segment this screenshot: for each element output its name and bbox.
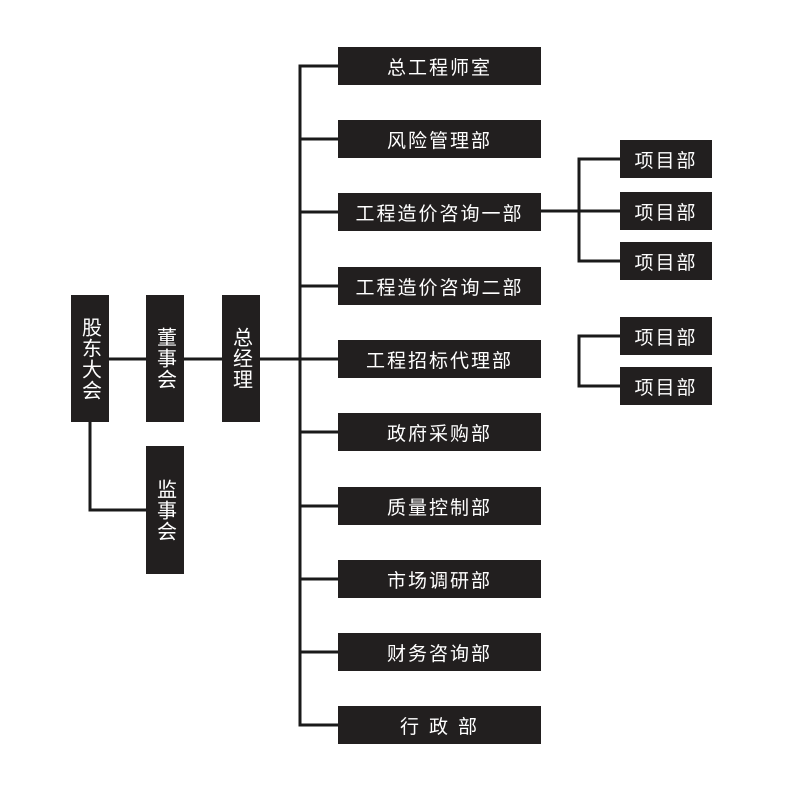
department-box: 财务咨询部 <box>338 633 541 671</box>
project-box: 项目部 <box>620 192 712 230</box>
department-label: 行 政 部 <box>399 715 480 738</box>
department-box: 风险管理部 <box>338 120 541 158</box>
department-box: 工程招标代理部 <box>338 340 541 378</box>
project-label: 项目部 <box>634 376 698 399</box>
department-box: 市场调研部 <box>338 560 541 598</box>
department-box: 质量控制部 <box>338 487 541 525</box>
department-box: 工程造价咨询一部 <box>338 193 541 231</box>
department-label: 财务咨询部 <box>386 642 492 665</box>
project-box: 项目部 <box>620 317 712 355</box>
general-manager-label: 总经理 <box>229 327 254 390</box>
department-box: 行 政 部 <box>338 706 541 744</box>
department-label: 工程造价咨询一部 <box>355 202 524 225</box>
project-box: 项目部 <box>620 242 712 280</box>
supervisors-box: 监事会 <box>146 446 184 574</box>
board-label: 董事会 <box>153 327 178 390</box>
department-box: 工程造价咨询二部 <box>338 267 541 305</box>
department-label: 工程造价咨询二部 <box>355 276 524 299</box>
project-label: 项目部 <box>634 326 698 349</box>
department-box: 政府采购部 <box>338 413 541 451</box>
project-label: 项目部 <box>634 251 698 274</box>
project-label: 项目部 <box>634 149 698 172</box>
shareholders-box: 股东大会 <box>71 295 109 422</box>
project-label: 项目部 <box>634 201 698 224</box>
department-box: 总工程师室 <box>338 47 541 85</box>
shareholders-label: 股东大会 <box>78 316 103 401</box>
supervisors-label: 监事会 <box>153 478 178 542</box>
project-box: 项目部 <box>620 140 712 178</box>
department-label: 风险管理部 <box>386 129 492 152</box>
department-label: 工程招标代理部 <box>365 349 513 372</box>
general-manager-box: 总经理 <box>222 295 260 422</box>
department-label: 总工程师室 <box>386 56 492 79</box>
project-box: 项目部 <box>620 367 712 405</box>
department-label: 市场调研部 <box>386 569 492 592</box>
department-label: 质量控制部 <box>386 496 492 519</box>
department-label: 政府采购部 <box>386 422 492 445</box>
board-box: 董事会 <box>146 295 184 422</box>
